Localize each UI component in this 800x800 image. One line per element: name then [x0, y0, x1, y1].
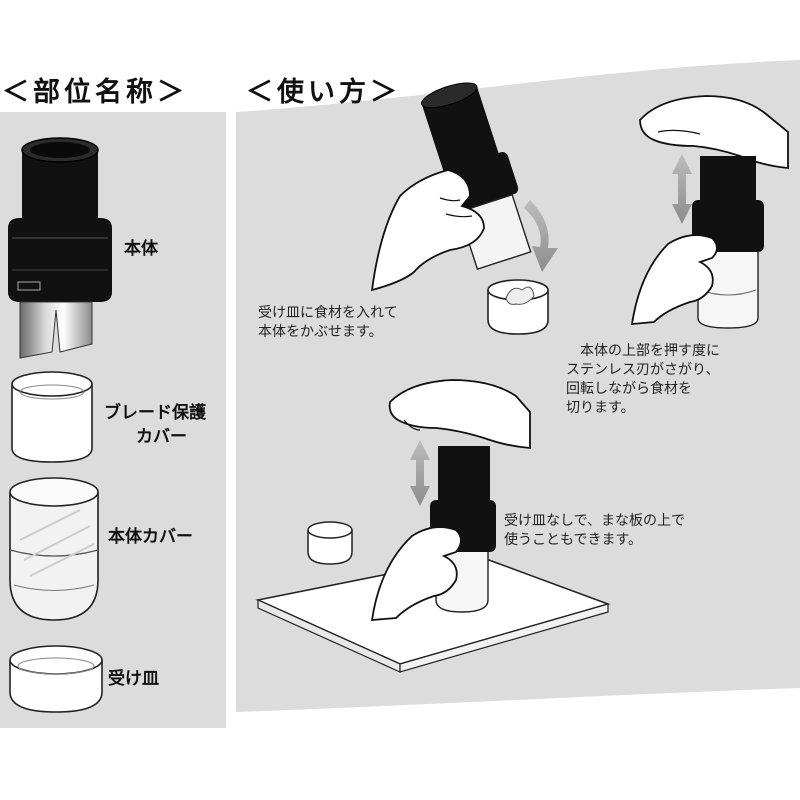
- part-label-main-body: 本体: [124, 238, 158, 260]
- step2-note-line2: ステンレス刃がさがり、: [566, 361, 719, 380]
- step2-note-line1: 本体の上部を押す度に: [580, 342, 720, 361]
- usage-section-heading: ＜使い方＞: [246, 70, 401, 109]
- step3-tray: [308, 522, 352, 564]
- step1-note-line1: 受け皿に食材を入れて: [258, 304, 398, 323]
- step1-tray: [488, 280, 548, 334]
- step2-note-line3: 回転しながら食材を: [566, 380, 692, 399]
- body-cover-figure: [10, 478, 98, 620]
- part-label-blade-guard-line2: カバー: [136, 426, 187, 448]
- part-label-blade-guard-line1: ブレード保護: [104, 402, 206, 424]
- blade-guard-figure: [12, 372, 92, 462]
- step2-note-line4: 切ります。: [566, 399, 635, 418]
- part-label-body-cover: 本体カバー: [108, 526, 193, 548]
- step3-note-line2: 使うこともできます。: [504, 531, 642, 550]
- parts-section-heading: ＜部位名称＞: [2, 70, 188, 109]
- part-label-tray: 受け皿: [108, 668, 159, 690]
- tray-figure: [10, 646, 102, 712]
- step1-note-line2: 本体をかぶせます。: [258, 323, 383, 342]
- step3-note-line1: 受け皿なしで、まな板の上で: [504, 512, 685, 531]
